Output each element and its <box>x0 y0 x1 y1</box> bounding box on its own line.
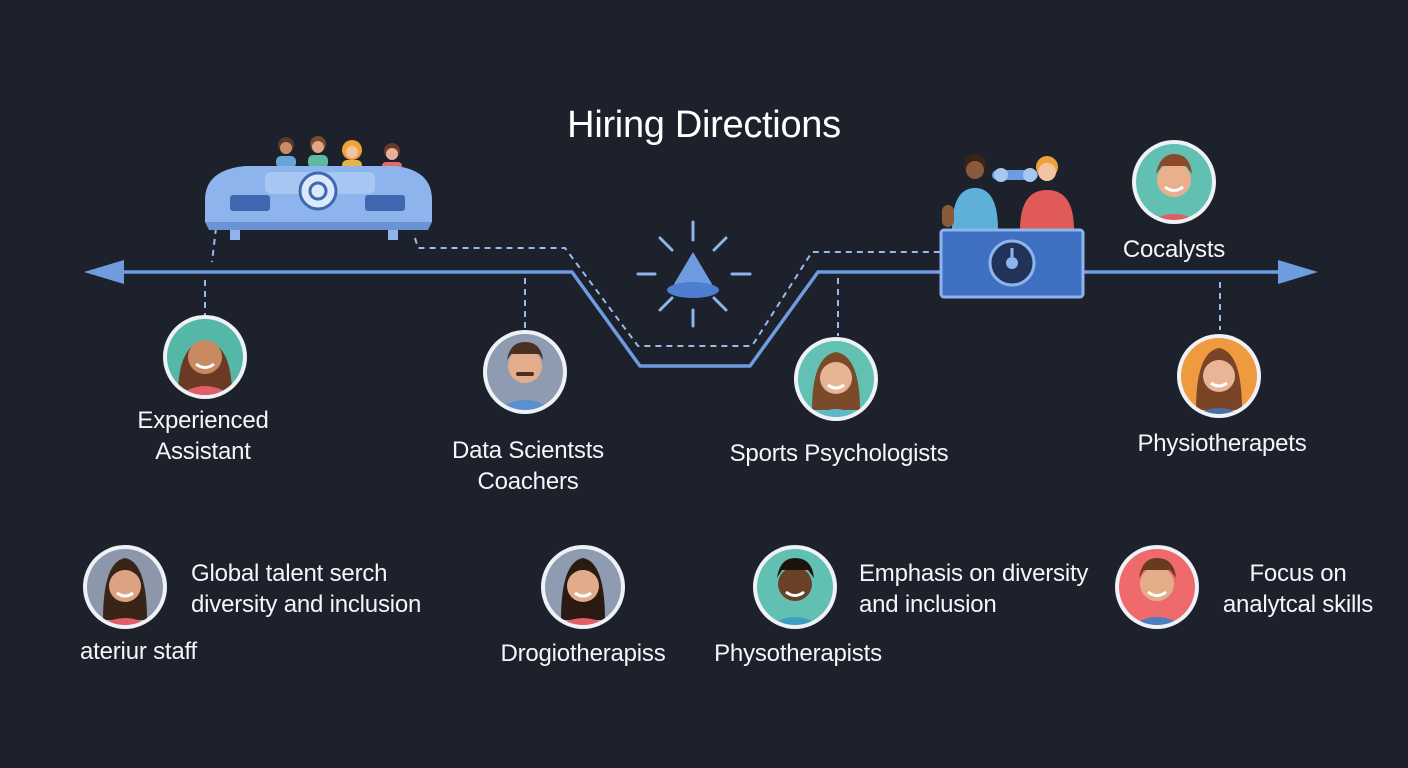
avatar-experienced-assistant <box>163 315 247 399</box>
avatar-sports-psychologists <box>794 337 878 421</box>
label-cocalysts: Cocalysts <box>1122 236 1226 263</box>
avatar-analytical-skills <box>1115 545 1199 629</box>
label-sports-psychologists: Sports Psychologists <box>729 440 949 467</box>
label-physotherapists: Physotherapists <box>714 640 882 667</box>
label-drogiotherapiss: Drogiotherapiss <box>500 640 666 667</box>
text-ateriur-staff: ateriur staff <box>80 638 198 665</box>
right-arrow-icon <box>1278 260 1318 284</box>
avatar-cocalysts <box>1132 140 1216 224</box>
sparkle-drop-icon <box>636 220 752 328</box>
console-with-people-icon <box>939 154 1085 299</box>
label-experienced-assistant: Experienced Assistant <box>137 407 269 465</box>
label-physiotherapets: Physiotherapets <box>1137 430 1307 457</box>
timeline <box>84 227 1318 368</box>
text-global-talent: Global talent serch diversity and inclus… <box>191 560 422 618</box>
text-analytical-skills: Focus on analytcal skills <box>1222 560 1374 618</box>
vehicle-with-team-icon <box>205 136 432 240</box>
diagram-title: Hiring Directions <box>567 104 841 146</box>
text-emphasis-diversity: Emphasis on diversity and inclusion <box>859 560 1089 618</box>
avatar-physotherapists <box>753 545 837 629</box>
avatar-drogiotherapiss <box>541 545 625 629</box>
label-data-scientists-coachers: Data Scientsts Coachers <box>452 437 604 495</box>
avatar-global-talent <box>83 545 167 629</box>
left-arrow-icon <box>84 260 124 284</box>
avatar-data-scientists <box>483 330 567 414</box>
avatar-physiotherapets <box>1177 334 1261 418</box>
